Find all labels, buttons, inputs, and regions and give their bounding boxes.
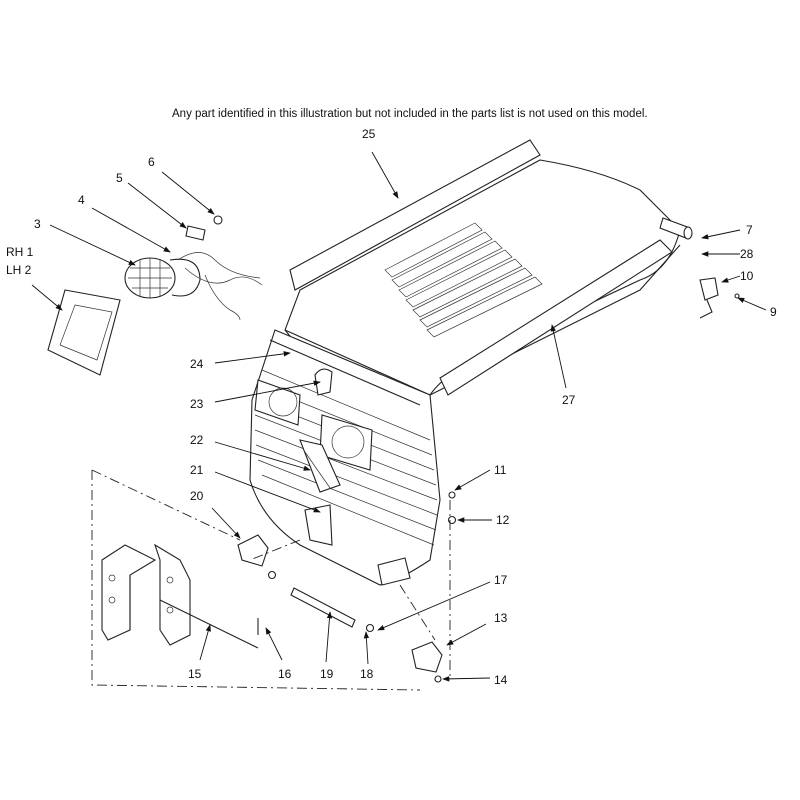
callout-13: 13 [494, 611, 508, 625]
leader-lines [31, 151, 767, 682]
hood-body [284, 159, 681, 420]
callout-17: 17 [494, 573, 508, 587]
callout-9: 9 [770, 305, 777, 319]
callout-22: 22 [190, 433, 204, 447]
headlight-lamp [124, 257, 201, 299]
frame-bracket-left [101, 544, 157, 641]
hood-vent-slots [384, 222, 543, 338]
callout-15: 15 [188, 667, 202, 681]
callout-3: 3 [34, 217, 41, 231]
hinge-bracket-right [411, 641, 443, 673]
callout-7: 7 [746, 223, 753, 237]
callout-6: 6 [148, 155, 155, 169]
headlight-housing [47, 289, 121, 376]
hood-latch-assembly [699, 277, 740, 319]
callout-21: 21 [190, 463, 204, 477]
hood-pivot-rod [290, 587, 356, 628]
disclaimer-note: Any part identified in this illustration… [172, 108, 648, 120]
callout-27: 27 [562, 393, 576, 407]
callout-24: 24 [190, 357, 204, 371]
callout-11: 11 [494, 463, 507, 477]
callout-19: 19 [320, 667, 334, 681]
callout-20: 20 [190, 489, 204, 503]
lamp-bracket [185, 225, 206, 241]
callout-18: 18 [360, 667, 374, 681]
hood-bumper [659, 217, 693, 240]
callout-labels: 25 6 5 4 3 RH 1 LH 2 7 28 10 9 24 23 27 … [6, 127, 777, 687]
callout-28: 28 [740, 247, 754, 261]
hood-decal-strip [289, 139, 541, 291]
callout-4: 4 [78, 193, 85, 207]
callout-rh-label: RH 1 [6, 245, 34, 259]
callout-23: 23 [190, 397, 204, 411]
wiring-harness [177, 252, 263, 321]
callout-10: 10 [740, 269, 754, 283]
lamp-screw [213, 215, 223, 225]
callout-12: 12 [496, 513, 510, 527]
callout-16: 16 [278, 667, 292, 681]
hinge-bracket-left [237, 534, 269, 567]
frame-bracket-right [154, 543, 191, 646]
callout-14: 14 [494, 673, 508, 687]
callout-lh-label: LH 2 [6, 263, 32, 277]
front-grille [249, 329, 441, 586]
callout-25: 25 [362, 127, 376, 141]
assembly-lines [91, 469, 451, 691]
hood-pivot-rod-short [159, 599, 259, 649]
small-hardware [267, 491, 457, 683]
callout-5: 5 [116, 171, 123, 185]
